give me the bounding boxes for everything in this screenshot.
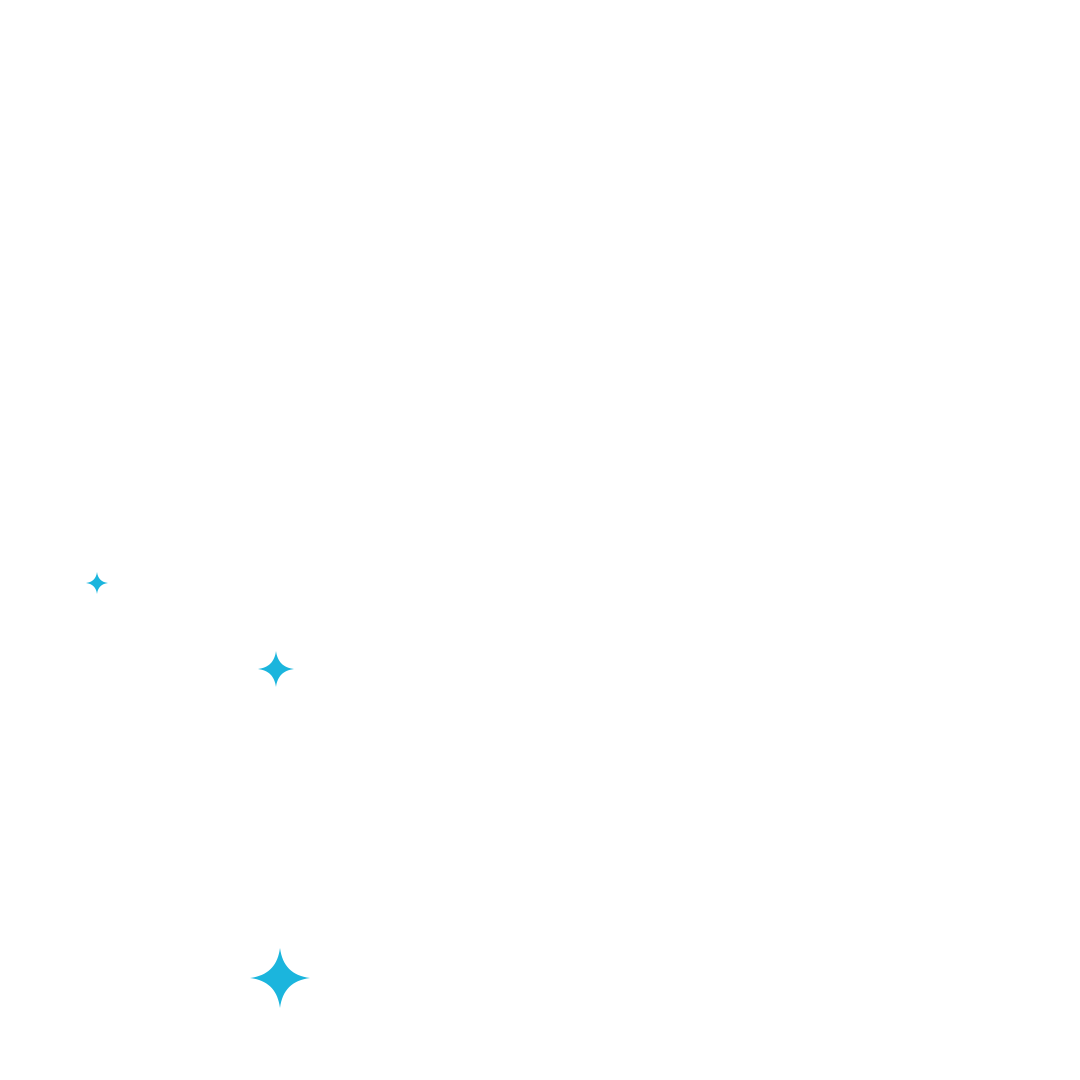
sparkle-small-icon	[86, 572, 108, 594]
four-point-star-icon	[86, 572, 108, 594]
four-point-star-icon	[258, 651, 294, 687]
four-point-star-icon	[250, 948, 310, 1008]
sparkle-medium-icon	[258, 651, 294, 687]
sparkle-large-icon	[250, 948, 310, 1008]
